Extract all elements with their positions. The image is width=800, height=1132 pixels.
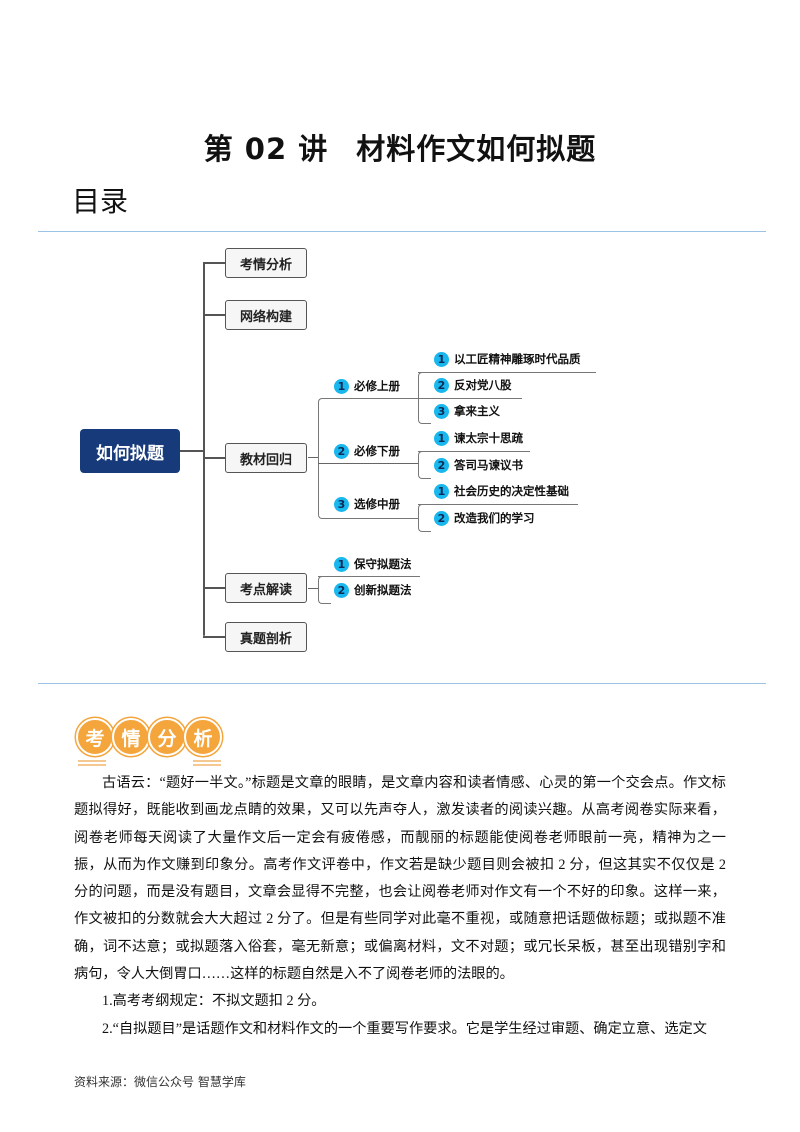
footer-source: 资料来源：微信公众号 智慧学库	[74, 1075, 246, 1089]
leaf-chuangxin-niti[interactable]: 2 创新拟题法	[334, 582, 412, 598]
number-badge-icon: 1	[434, 430, 449, 446]
underline	[418, 504, 578, 505]
leaf-da-sima[interactable]: 2 答司马谏议书	[434, 457, 523, 473]
toc-heading: 目录	[72, 185, 129, 218]
sub-label: 选修中册	[354, 497, 400, 511]
leaf-label: 社会历史的决定性基础	[454, 484, 569, 498]
number-badge-icon: 2	[434, 510, 449, 526]
page-title: 第 02 讲材料作文如何拟题	[0, 126, 800, 168]
connector	[203, 636, 225, 638]
leaf-label: 改造我们的学习	[454, 511, 535, 525]
bracket	[318, 576, 331, 604]
divider-bottom	[38, 683, 766, 684]
paragraph: 2.“自拟题目”是话题作文和材料作文的一个重要写作要求。它是学生经过审题、确定立…	[102, 1020, 707, 1037]
lecture-title: 材料作文如何拟题	[356, 132, 597, 166]
branch-wangluo-goujian[interactable]: 网络构建	[225, 300, 307, 330]
decoration-line	[78, 764, 106, 766]
underline	[418, 398, 522, 399]
leaf-gaizao-xuexi[interactable]: 2 改造我们的学习	[434, 510, 535, 526]
bracket	[418, 504, 431, 532]
body-text: 古语云：“题好一半文。”标题是文章的眼睛，是文章内容和读者情感、心灵的第一个交会…	[74, 770, 726, 1043]
decoration-line	[193, 764, 221, 766]
branch-kaoqing-fenxi[interactable]: 考情分析	[225, 248, 307, 278]
connector	[203, 262, 225, 264]
leaf-label: 拿来主义	[454, 404, 500, 418]
trunk-line	[203, 262, 205, 636]
section-char: 分	[148, 718, 186, 756]
lecture-number: 第 02 讲	[203, 132, 329, 166]
connector	[308, 457, 318, 458]
leaf-nalai-zhuyi[interactable]: 3 拿来主义	[434, 403, 500, 419]
number-badge-icon: 3	[334, 496, 349, 512]
paragraph: 古语云：“题好一半文。”标题是文章的眼睛，是文章内容和读者情感、心灵的第一个交会…	[74, 775, 726, 983]
number-badge-icon: 1	[434, 351, 449, 367]
leaf-label: 谏太宗十思疏	[454, 431, 523, 445]
leaf-label: 保守拟题法	[354, 557, 412, 571]
branch-zhenti-pouxi[interactable]: 真题剖析	[225, 622, 307, 652]
connector	[180, 450, 204, 452]
section-char: 析	[184, 718, 222, 756]
number-badge-icon: 2	[434, 457, 449, 473]
connector	[203, 587, 225, 589]
leaf-baoshou-niti[interactable]: 1 保守拟题法	[334, 556, 412, 572]
branch-kaodian-jiedu[interactable]: 考点解读	[225, 573, 307, 603]
decoration-line	[193, 760, 221, 762]
underline	[418, 372, 596, 373]
leaf-label: 以工匠精神雕琢时代品质	[454, 352, 581, 366]
number-badge-icon: 1	[334, 378, 349, 394]
underline	[318, 576, 420, 577]
section-char: 情	[112, 718, 150, 756]
leaf-label: 答司马谏议书	[454, 458, 523, 472]
number-badge-icon: 2	[434, 377, 449, 393]
divider-top	[38, 231, 766, 232]
branch-jiaocai-huigui[interactable]: 教材回归	[225, 443, 307, 473]
connector	[203, 314, 225, 316]
connector	[318, 463, 418, 464]
leaf-label: 反对党八股	[454, 378, 512, 392]
number-badge-icon: 3	[434, 403, 449, 419]
leaf-fandui-dangbagu[interactable]: 2 反对党八股	[434, 377, 512, 393]
leaf-shehui-lishi[interactable]: 1 社会历史的决定性基础	[434, 483, 569, 499]
sub-xuanxiu-zhongce[interactable]: 3 选修中册	[334, 496, 400, 512]
mindmap-root[interactable]: 如何拟题	[80, 429, 180, 473]
leaf-jian-taizong[interactable]: 1 谏太宗十思疏	[434, 430, 523, 446]
connector	[308, 588, 318, 589]
leaf-gongjiang-jingshen[interactable]: 1 以工匠精神雕琢时代品质	[434, 351, 581, 367]
bracket	[318, 398, 419, 519]
sub-label: 必修上册	[354, 379, 400, 393]
decoration-line	[78, 760, 106, 762]
section-char: 考	[76, 718, 114, 756]
leaf-label: 创新拟题法	[354, 583, 412, 597]
number-badge-icon: 2	[334, 582, 349, 598]
paragraph: 1.高考考纲规定：不拟文题扣 2 分。	[102, 993, 326, 1010]
underline	[418, 451, 530, 452]
bracket	[418, 451, 431, 479]
connector	[203, 457, 225, 459]
number-badge-icon: 2	[334, 443, 349, 459]
number-badge-icon: 1	[334, 556, 349, 572]
section-heading-kaoqing-fenxi: 考 情 分 析	[76, 718, 222, 756]
number-badge-icon: 1	[434, 483, 449, 499]
sub-label: 必修下册	[354, 444, 400, 458]
sub-bixiu-shangce[interactable]: 1 必修上册	[334, 378, 400, 394]
sub-bixiu-xiace[interactable]: 2 必修下册	[334, 443, 400, 459]
